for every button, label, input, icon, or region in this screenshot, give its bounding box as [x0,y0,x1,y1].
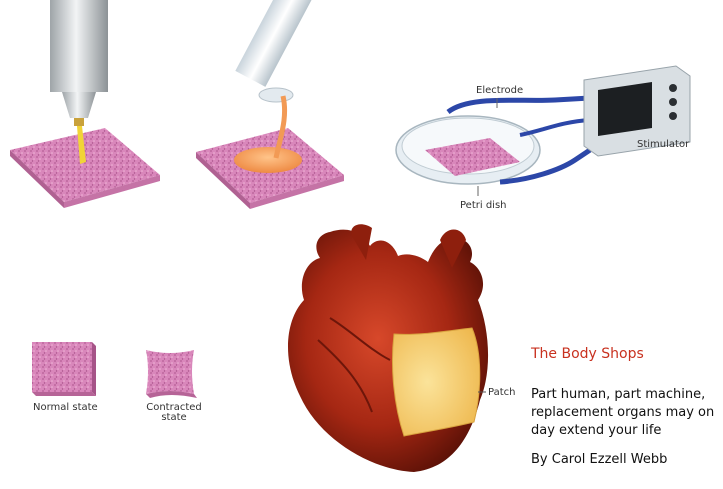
stimulator-label: Stimulator [637,139,689,150]
normal-state-label: Normal state [33,402,98,413]
petri-dish-stimulator-setup [396,66,690,196]
contracted-state-tissue [146,350,197,398]
article-title: The Body Shops [531,346,644,362]
heart-with-patch [288,224,488,472]
electrode-label: Electrode [476,85,523,96]
scaffold-with-cell-solution [196,0,344,209]
scaffold-with-nozzle [10,0,160,208]
petri-dish-label: Petri dish [460,200,507,211]
article-subtitle: Part human, part machine, replacement or… [531,386,721,440]
contracted-state-label: Contracted state [142,403,206,423]
normal-state-tissue [32,342,96,396]
contracted-state-line2: state [161,412,186,423]
patch-label: Patch [488,387,515,398]
article-byline: By Carol Ezzell Webb [531,452,667,467]
